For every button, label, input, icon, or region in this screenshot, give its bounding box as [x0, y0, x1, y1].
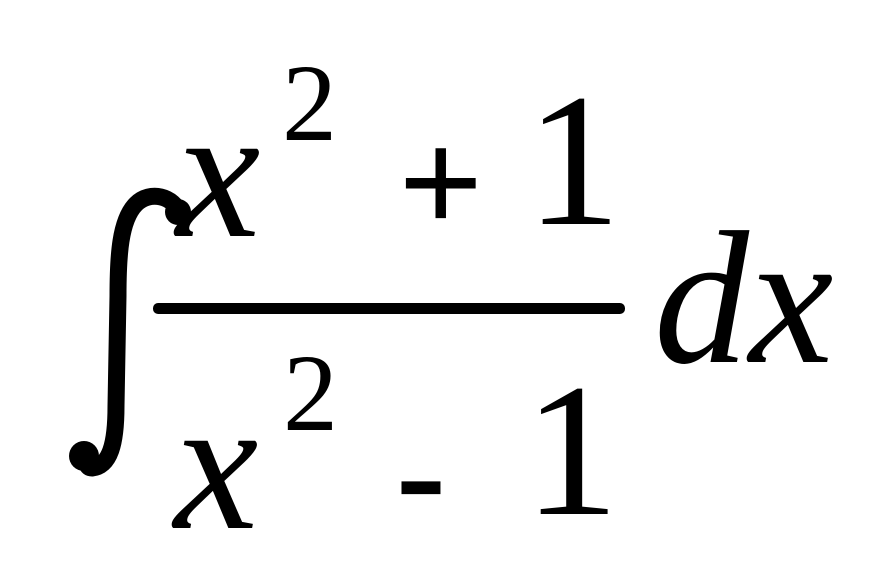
- denominator-exponent: 2: [283, 332, 338, 454]
- integral-sign-icon: [69, 187, 191, 477]
- numerator-exponent: 2: [282, 42, 337, 164]
- fraction-bar: [153, 303, 625, 314]
- differential: dx: [654, 194, 834, 404]
- denominator-variable: x: [174, 360, 259, 570]
- numerator-constant: 1: [526, 56, 621, 266]
- denominator-operator: -: [396, 390, 446, 556]
- numerator-variable: x: [176, 68, 261, 278]
- numerator-operator: +: [398, 100, 484, 266]
- denominator-constant: 1: [524, 346, 619, 556]
